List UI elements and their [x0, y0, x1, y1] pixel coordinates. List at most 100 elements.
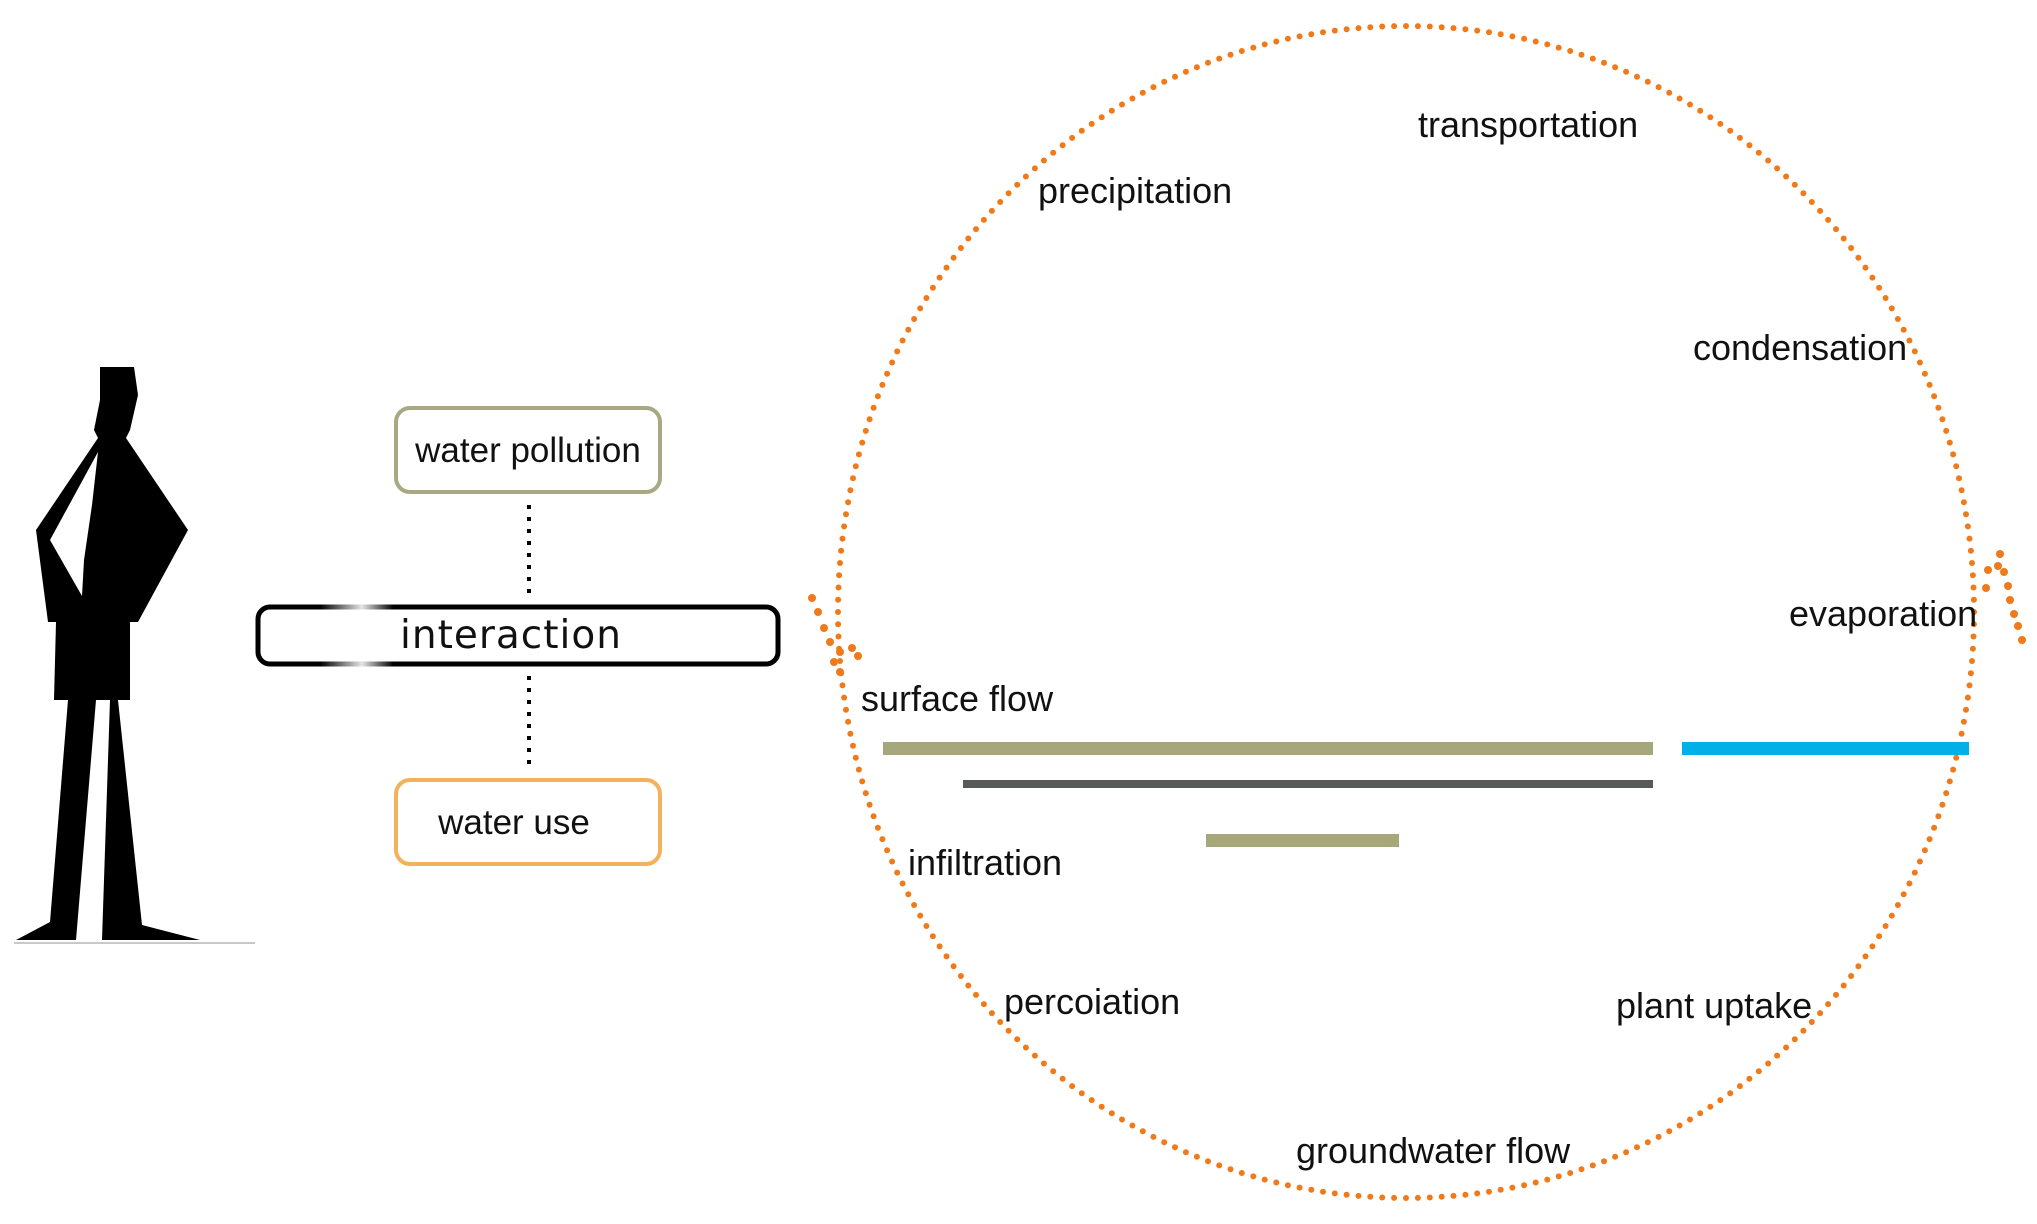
arrow-dot: [808, 594, 816, 602]
cycle-dot: [1676, 95, 1683, 102]
cycle-dot: [894, 869, 901, 876]
label-infiltration: infiltration: [908, 842, 1062, 883]
cycle-dot: [1367, 1193, 1374, 1200]
cycle-dot: [1261, 1176, 1268, 1183]
cycle-dot: [1783, 173, 1790, 180]
water-bar: [1682, 742, 1969, 755]
cycle-dot: [1876, 933, 1883, 940]
cycle-dot: [852, 463, 859, 470]
arrow-dot: [826, 638, 834, 646]
cycle-dot: [1567, 48, 1574, 54]
cycle-dot: [855, 766, 862, 773]
cycle-dot: [839, 682, 846, 689]
cycle-dot: [1050, 1068, 1057, 1075]
cycle-dot: [1791, 181, 1798, 188]
cycle-dot: [843, 511, 849, 518]
shallow-bar: [1206, 834, 1399, 847]
cycle-dot: [1474, 1190, 1481, 1197]
cycle-dot: [1040, 1060, 1047, 1067]
cycle-dot: [1960, 718, 1967, 725]
cycle-dot: [1882, 295, 1889, 301]
human-figure: [14, 367, 255, 944]
interaction-column: water pollution interaction water use: [255, 406, 781, 866]
cycle-dot: [1450, 25, 1457, 32]
cycle-dot: [1825, 216, 1832, 223]
cycle-dot: [1414, 23, 1421, 30]
cycle-dot: [866, 416, 873, 423]
cycle-dot: [1193, 1153, 1200, 1160]
cycle-dot: [870, 404, 877, 411]
cycle-dot: [850, 742, 856, 749]
arrow-dot: [854, 652, 862, 660]
cycle-dot: [1848, 245, 1855, 251]
cycle-dot: [1736, 134, 1743, 141]
cycle-dot: [847, 487, 854, 494]
arrow-dot: [830, 658, 838, 666]
cycle-dot: [1088, 120, 1095, 127]
cycle-dot: [884, 370, 891, 377]
cycle-dot: [965, 235, 972, 242]
water-pollution-box: [394, 406, 662, 494]
cycle-labels: transportation precipitation condensatio…: [861, 104, 1977, 1171]
cycle-dot: [1876, 284, 1883, 291]
cycle-dot: [1958, 487, 1965, 494]
cycle-dot: [1869, 274, 1876, 281]
cycle-dot: [1623, 68, 1630, 75]
cycle-dot: [862, 427, 869, 434]
cycle-dot: [1970, 633, 1977, 640]
cycle-dot: [957, 245, 964, 251]
left-arrow-icon: [808, 594, 862, 676]
cycle-dot: [1800, 1027, 1807, 1034]
cycle-dot: [1960, 499, 1967, 506]
cycle-dot: [1227, 51, 1234, 58]
cycle-dot: [1888, 305, 1895, 312]
cycle-dot: [1931, 824, 1938, 831]
cycle-dot: [1532, 38, 1539, 45]
cycle-dot: [1426, 23, 1433, 30]
cycle-dot: [1817, 1010, 1824, 1017]
cycle-dot: [874, 393, 881, 400]
cycle-dot: [1966, 535, 1973, 542]
cycle-dot: [929, 284, 936, 291]
cycle-dot: [1970, 621, 1977, 628]
cycle-dot: [1320, 1188, 1326, 1195]
cycle-dot: [1193, 64, 1200, 71]
cycle-dot: [1900, 326, 1907, 333]
cycle-dot: [1031, 165, 1038, 172]
cycle-dot: [1623, 1149, 1630, 1156]
cycle-dot: [1774, 1052, 1781, 1059]
cycle-dot: [1601, 59, 1607, 66]
cycle-dot: [1894, 902, 1901, 908]
cycle-dot: [1921, 370, 1928, 377]
cycle-dot: [1926, 836, 1933, 843]
arrow-dot: [836, 648, 844, 656]
cycle-dot: [835, 596, 842, 603]
water-use-label: water use: [437, 803, 590, 842]
cycle-dot: [1946, 439, 1953, 446]
cycle-dot: [1567, 1170, 1574, 1176]
cycle-dot: [923, 295, 930, 301]
cycle-dot: [1634, 73, 1640, 80]
cycle-dot: [1119, 101, 1125, 108]
cycle-dot: [1746, 142, 1753, 149]
cycle-dot: [1840, 982, 1847, 989]
cycle-dot: [1273, 38, 1280, 45]
cycle-dot: [850, 475, 856, 482]
cycle-dot: [1970, 584, 1977, 591]
cycle-dot: [1971, 609, 1977, 615]
cycle-dot: [899, 880, 906, 887]
cycle-dot: [1497, 31, 1504, 38]
cycle-dot: [1050, 149, 1057, 156]
cycle-dot: [1935, 813, 1942, 820]
cycle-dot: [1261, 41, 1268, 48]
cycle-dot: [1031, 1052, 1038, 1059]
cycle-dot: [1939, 416, 1946, 423]
cycle-dot: [847, 730, 854, 737]
cycle-dot: [1755, 1068, 1762, 1075]
cycle-dot: [1601, 1158, 1607, 1165]
cycle-dot: [1958, 730, 1965, 737]
cycle-dot: [911, 902, 918, 908]
cycle-dot: [1644, 78, 1651, 85]
cycle-dot: [1969, 645, 1976, 652]
cycle-dot: [1182, 1149, 1189, 1156]
